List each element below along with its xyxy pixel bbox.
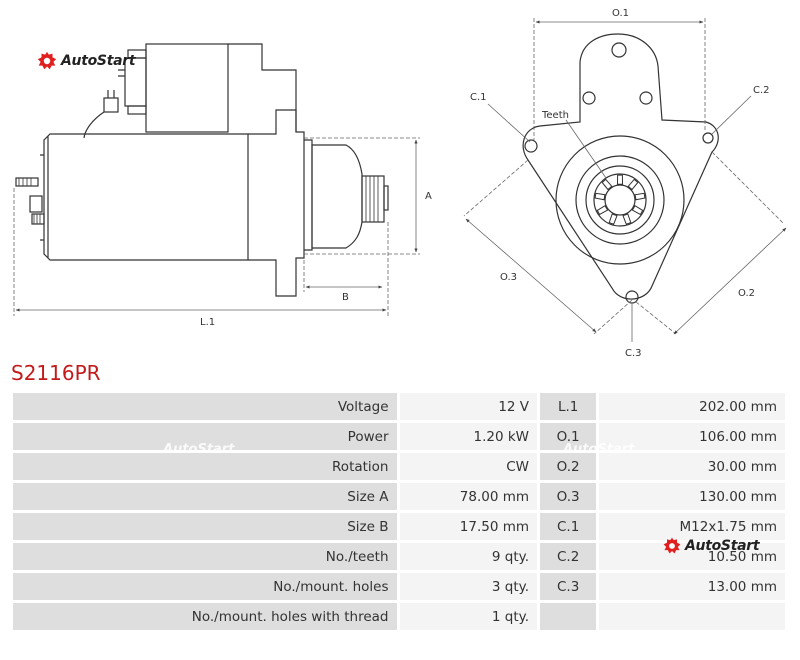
pinion-tooth bbox=[594, 192, 606, 201]
dimension-code: O.2 bbox=[540, 453, 597, 480]
spec-label: No./mount. holes with thread bbox=[13, 603, 397, 630]
spec-value: 9 qty. bbox=[399, 543, 538, 570]
brand-name: AutoStart bbox=[685, 538, 760, 554]
dimension-code: O.1 bbox=[540, 423, 597, 450]
spec-label: No./teeth bbox=[13, 543, 397, 570]
side-view bbox=[15, 43, 389, 297]
spec-value: 1 qty. bbox=[399, 603, 538, 630]
spec-value: 78.00 mm bbox=[399, 483, 538, 510]
flange-outline bbox=[522, 33, 719, 300]
pinion-tooth bbox=[622, 213, 632, 225]
dim-o3-label: O.3 bbox=[500, 272, 517, 283]
dimension-code: C.1 bbox=[540, 513, 597, 540]
gear-icon bbox=[663, 537, 681, 554]
dimension-value: 30.00 mm bbox=[599, 453, 785, 480]
dimension-value: 10.50 mm bbox=[599, 543, 785, 570]
spec-value: 12 V bbox=[399, 393, 538, 420]
pinion-tooth bbox=[634, 192, 646, 201]
pinion-tooth bbox=[601, 178, 613, 191]
dimension-value: 106.00 mm bbox=[599, 423, 785, 450]
dimension-code bbox=[540, 603, 597, 630]
spec-value: 3 qty. bbox=[399, 573, 538, 600]
front-view bbox=[522, 33, 719, 304]
dimension-value bbox=[599, 603, 785, 630]
pinion-tooth bbox=[616, 174, 624, 185]
nose-housing bbox=[311, 144, 363, 249]
pinion-teeth bbox=[594, 174, 646, 225]
dim-c3-label: C.3 bbox=[625, 348, 642, 359]
dim-c1-label: C.1 bbox=[470, 92, 487, 103]
part-number: S2116PR bbox=[11, 361, 101, 385]
spec-label: Size A bbox=[13, 483, 397, 510]
dim-c2-label: C.2 bbox=[753, 85, 770, 96]
pinion-tooth bbox=[631, 205, 644, 216]
brand-logo: AutoStart bbox=[662, 536, 760, 556]
spec-label: Voltage bbox=[13, 393, 397, 420]
spec-label: Size B bbox=[13, 513, 397, 540]
dim-a-label: A bbox=[425, 191, 432, 202]
spec-label: Power bbox=[13, 423, 397, 450]
dimension-code: O.3 bbox=[540, 483, 597, 510]
dim-l1-label: L.1 bbox=[200, 317, 215, 328]
dimension-code: C.2 bbox=[540, 543, 597, 570]
dim-o1-label: O.1 bbox=[612, 8, 629, 19]
spec-value: CW bbox=[399, 453, 538, 480]
motor-body bbox=[47, 133, 249, 261]
pinion-tooth bbox=[608, 213, 618, 225]
spec-label: Rotation bbox=[13, 453, 397, 480]
pinion-tooth bbox=[596, 205, 609, 216]
gear-icon bbox=[37, 51, 57, 70]
technical-drawing: L.1 A B O.1 C.1 C.2 bbox=[13, 8, 787, 359]
solenoid-body bbox=[145, 43, 229, 133]
dimension-value: 202.00 mm bbox=[599, 393, 785, 420]
spec-label: No./mount. holes bbox=[13, 573, 397, 600]
dimension-value: 130.00 mm bbox=[599, 483, 785, 510]
pinion-tooth bbox=[627, 178, 639, 191]
dimension-code: L.1 bbox=[540, 393, 597, 420]
spec-value: 17.50 mm bbox=[399, 513, 538, 540]
spec-value: 1.20 kW bbox=[399, 423, 538, 450]
brand-name: AutoStart bbox=[61, 53, 136, 69]
dim-b-label: B bbox=[342, 292, 349, 303]
dimension-code: C.3 bbox=[540, 573, 597, 600]
dimension-value: M12x1.75 mm bbox=[599, 513, 785, 540]
dim-o2-label: O.2 bbox=[738, 288, 755, 299]
pinion-side bbox=[361, 175, 385, 223]
dim-teeth-label: Teeth bbox=[541, 110, 569, 121]
dimension-value: 13.00 mm bbox=[599, 573, 785, 600]
brand-logo: AutoStart bbox=[36, 50, 136, 72]
